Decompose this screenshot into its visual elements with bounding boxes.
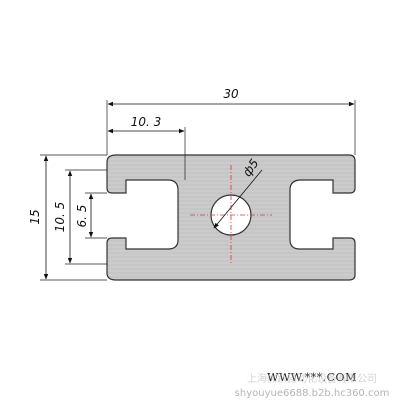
watermark-company: 上海优跃自动化设备有限公司 xyxy=(247,372,377,385)
extension-lines xyxy=(40,100,356,281)
watermark-site: shyouyue6688.b2b.hc360.com xyxy=(235,388,390,399)
dimension-lines xyxy=(43,101,355,280)
dim-slot-depth: 6. 5 xyxy=(75,205,89,228)
centerlines xyxy=(190,165,272,265)
dim-height: 15 xyxy=(28,209,42,224)
dim-leader-bore xyxy=(213,169,263,229)
watermark-logo: WWW.***.COM xyxy=(267,371,357,384)
dim-half-width: 10. 3 xyxy=(131,115,162,129)
dim-overall-width: 30 xyxy=(223,87,239,101)
dim-slot-opening: 10. 5 xyxy=(53,202,67,233)
